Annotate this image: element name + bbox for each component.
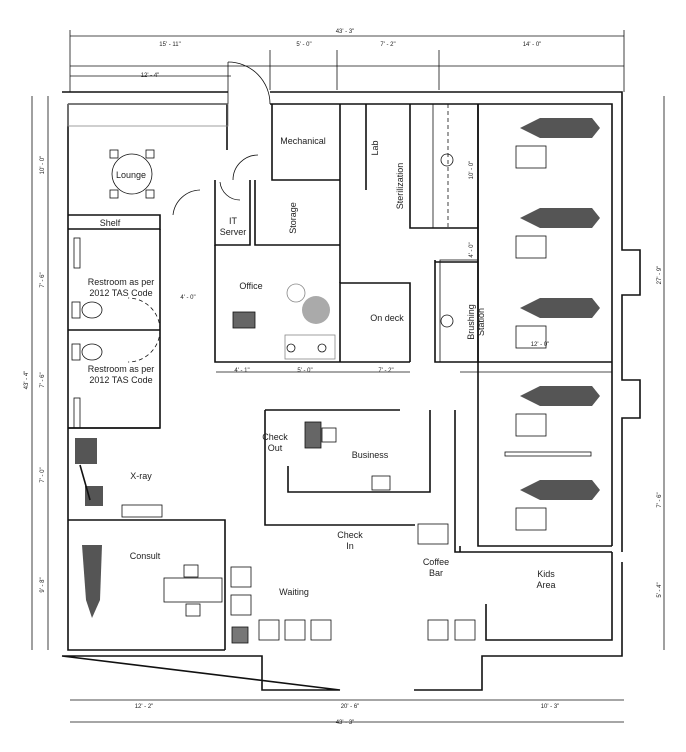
dim-left-5: 9' - 8" (40, 577, 46, 592)
dental-chairs (504, 118, 600, 531)
business-desks (232, 311, 449, 545)
room-label-sterilization: Sterilization (395, 163, 405, 210)
consult-furniture (82, 545, 223, 618)
dim-top-4: 14' - 0" (523, 42, 542, 48)
dim-top-lounge: 12' - 4" (141, 73, 160, 79)
room-label-it-server-1: IT (229, 216, 238, 226)
room-label-check-out-1: Check (262, 432, 288, 442)
dim-bottom-total: 43' - 3" (336, 720, 355, 726)
room-label-lounge: Lounge (116, 170, 146, 180)
dim-top-total: 43' - 3" (336, 29, 355, 35)
dental-chair-2 (515, 208, 600, 259)
room-label-check-out-2: Out (268, 443, 283, 453)
dim-bottom-3: 10' - 3" (541, 704, 560, 710)
doors (127, 61, 271, 363)
dim-right-1: 27' - 9" (657, 266, 663, 285)
room-label-office: Office (239, 281, 262, 291)
room-label-restroom-2a: Restroom as per (88, 364, 155, 374)
dental-chair-4 (515, 386, 600, 437)
dental-chair-5 (515, 480, 600, 531)
room-label-lab: Lab (370, 140, 380, 155)
room-label-kids-1: Kids (537, 569, 555, 579)
xray-equipment (75, 438, 163, 518)
room-label-check-in-1: Check (337, 530, 363, 540)
room-label-xray: X-ray (130, 471, 152, 481)
room-label-business: Business (352, 450, 389, 460)
dim-left-1: 10' - 0" (40, 156, 46, 175)
room-label-coffee-1: Coffee (423, 557, 449, 567)
dim-operatory-width: 12' - 0" (531, 342, 550, 348)
room-label-kids-2: Area (536, 580, 555, 590)
dim-bottom-2: 20' - 6" (341, 704, 360, 710)
dental-chair-3 (515, 298, 600, 349)
dim-top-3: 7' - 2" (380, 42, 395, 48)
dim-left-4: 7' - 0" (40, 467, 46, 482)
room-label-storage: Storage (288, 202, 298, 234)
room-label-waiting: Waiting (279, 587, 309, 597)
dim-top-1: 15' - 11" (159, 42, 181, 48)
toilets (71, 237, 103, 429)
dim-corridor: 4' - 0" (180, 295, 195, 301)
dim-office-1: 4' - 1" (234, 368, 249, 374)
room-label-mechanical: Mechanical (280, 136, 326, 146)
lounge-table (109, 149, 155, 199)
waiting-chairs (230, 566, 476, 644)
room-label-on-deck: On deck (370, 313, 404, 323)
dim-left-total: 43' - 4" (24, 371, 30, 390)
dental-chair-1 (515, 118, 600, 169)
dim-gap: 4' - 0" (469, 242, 475, 257)
room-label-it-server-2: Server (220, 227, 247, 237)
dim-bottom-1: 12' - 2" (135, 704, 154, 710)
dim-sterilization-length: 10' - 0" (469, 161, 475, 180)
room-label-shelf: Shelf (100, 218, 121, 228)
room-label-consult: Consult (130, 551, 161, 561)
room-label-restroom-2b: 2012 TAS Code (89, 375, 152, 385)
room-label-check-in-2: In (346, 541, 354, 551)
dim-right-3: 5' - 4" (657, 582, 663, 597)
room-label-brushing-1: Brushing (466, 304, 476, 340)
counters (67, 103, 479, 363)
dim-office-2: 5' - 0" (297, 368, 312, 374)
dim-top-2: 5' - 0" (296, 42, 311, 48)
dim-right-2: 7' - 6" (657, 492, 663, 507)
dim-ondeck: 7' - 2" (378, 368, 393, 374)
room-label-coffee-2: Bar (429, 568, 443, 578)
interior-walls (68, 104, 612, 650)
dimension-lines (31, 30, 665, 723)
room-label-brushing-2: Station (476, 308, 486, 336)
dim-left-3: 7' - 6" (40, 372, 46, 387)
dim-left-2: 7' - 6" (40, 272, 46, 287)
room-label-restroom-1b: 2012 TAS Code (89, 288, 152, 298)
room-label-restroom-1a: Restroom as per (88, 277, 155, 287)
